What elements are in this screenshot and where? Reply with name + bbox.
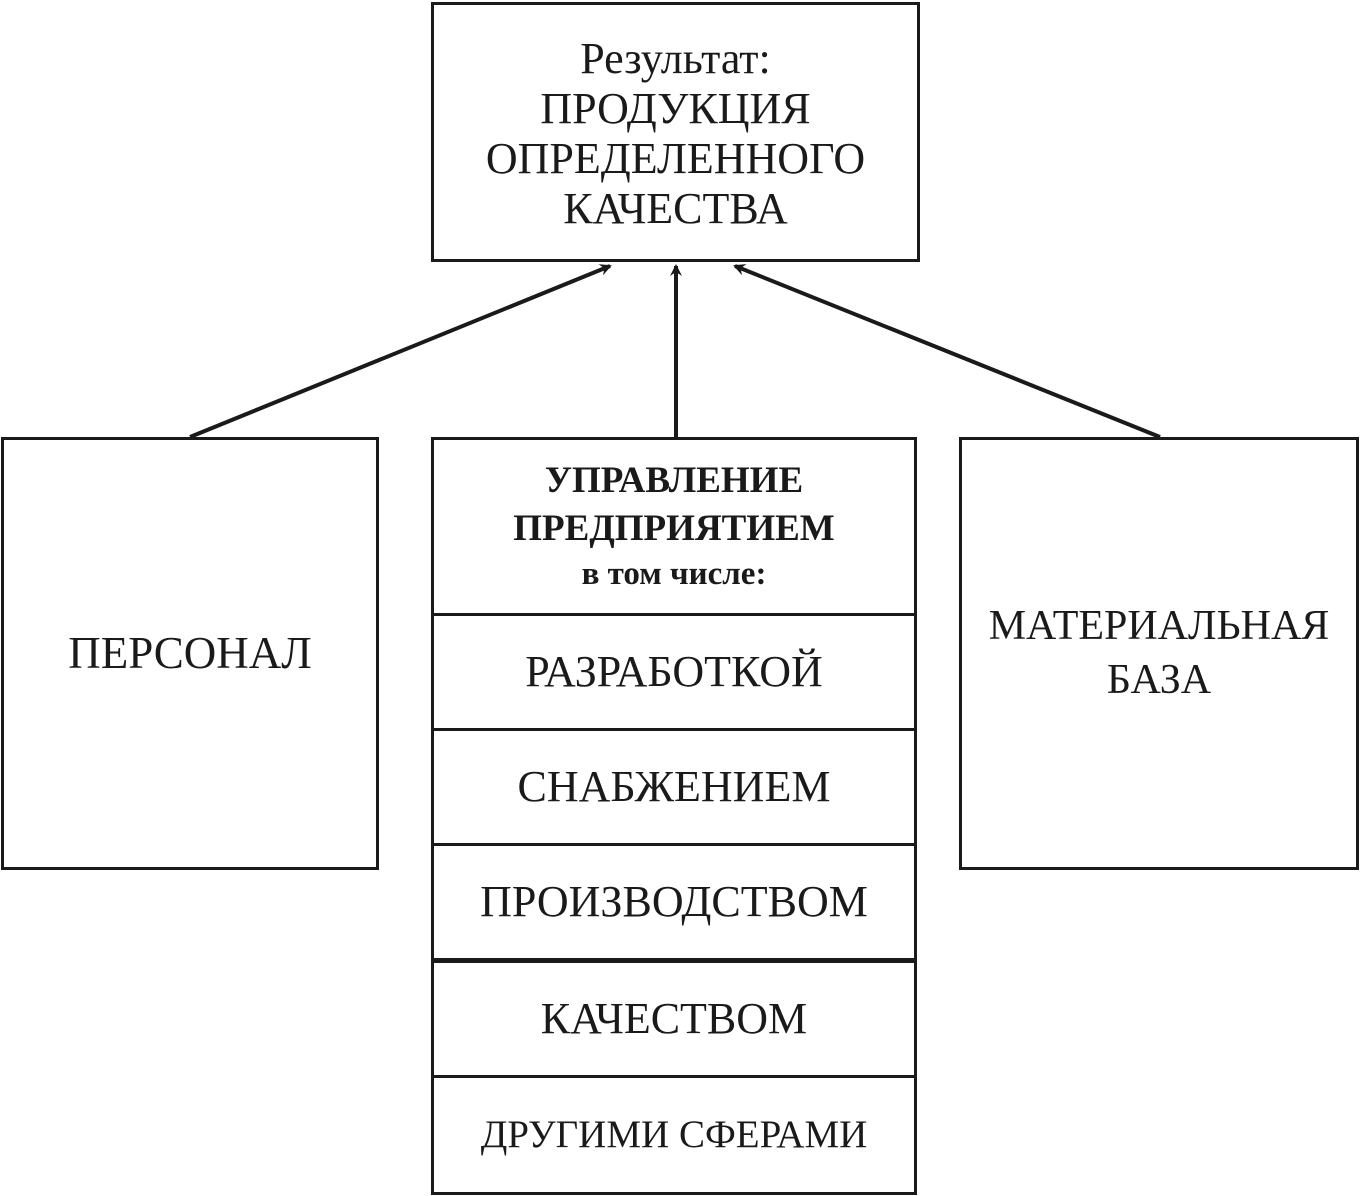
management-item-label: ПРОИЗВОДСТВОМ	[480, 876, 868, 926]
management-header: УПРАВЛЕНИЕ ПРЕДПРИЯТИЕМ в том числе:	[431, 437, 917, 616]
result-line-product: ПРОДУКЦИЯ	[540, 83, 811, 133]
management-item-other: ДРУГИМИ СФЕРАМИ	[431, 1075, 917, 1195]
arrow-personnel-to-result	[189, 264, 612, 439]
management-item-production: ПРОИЗВОДСТВОМ	[431, 843, 917, 961]
personnel-label: ПЕРСОНАЛ	[68, 627, 312, 678]
management-column: УПРАВЛЕНИЕ ПРЕДПРИЯТИЕМ в том числе: РАЗ…	[431, 437, 917, 1196]
management-header-line-1: УПРАВЛЕНИЕ	[544, 459, 804, 501]
arrow-material-to-result	[733, 264, 1161, 439]
management-header-line-3: в том числе:	[581, 556, 767, 593]
management-item-quality: КАЧЕСТВОМ	[431, 960, 917, 1078]
material-line-2: БАЗА	[1106, 656, 1212, 703]
management-item-supply: СНАБЖЕНИЕМ	[431, 728, 917, 846]
result-title: Результат:	[580, 33, 771, 83]
material-base-box: МАТЕРИАЛЬНАЯ БАЗА	[959, 437, 1359, 870]
management-item-label: СНАБЖЕНИЕМ	[517, 761, 831, 811]
result-line-defined: ОПРЕДЕЛЕННОГО	[485, 134, 866, 183]
material-line-1: МАТЕРИАЛЬНАЯ	[988, 602, 1330, 649]
result-line-quality: КАЧЕСТВА	[563, 184, 788, 234]
management-item-development: РАЗРАБОТКОЙ	[431, 613, 917, 731]
result-box: Результат: ПРОДУКЦИЯ ОПРЕДЕЛЕННОГО КАЧЕС…	[431, 2, 920, 262]
management-item-label: РАЗРАБОТКОЙ	[525, 646, 823, 696]
personnel-box: ПЕРСОНАЛ	[1, 437, 379, 870]
management-header-line-2: ПРЕДПРИЯТИЕМ	[513, 508, 835, 550]
management-item-label: КАЧЕСТВОМ	[540, 993, 808, 1043]
management-item-label: ДРУГИМИ СФЕРАМИ	[480, 1112, 868, 1156]
